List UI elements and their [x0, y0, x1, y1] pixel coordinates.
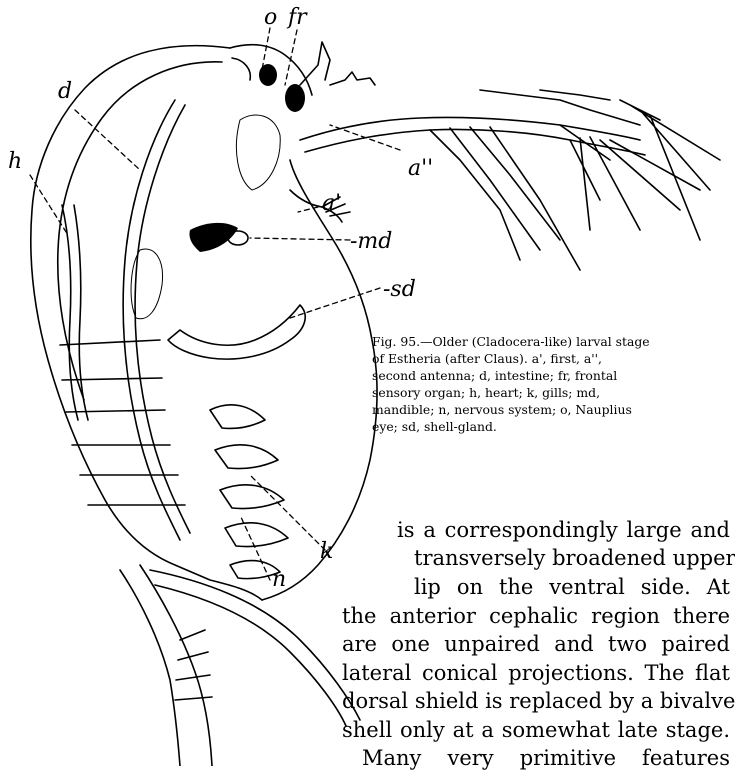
intestine [123, 100, 180, 540]
second-antenna [300, 117, 640, 140]
label-d: d [58, 79, 72, 104]
label-a1: a' [322, 191, 341, 216]
caption-line: Fig. 95.—Older (Cladocera-like) larval s… [372, 333, 732, 350]
label-fr: fr [286, 5, 308, 30]
frontal-organ [285, 84, 305, 112]
label-sd: -sd [383, 277, 416, 302]
figure-caption: Fig. 95.—Older (Cladocera-like) larval s… [372, 333, 732, 435]
shell-gland [168, 305, 305, 359]
label-h: h [8, 149, 22, 174]
heart [62, 205, 78, 420]
label-o: o [264, 5, 277, 30]
text-line: transversely broadened upper [414, 546, 730, 570]
caption-line: mandible; n, nervous system; o, Nauplius [372, 401, 732, 418]
text-line: lateral conical projections. The flat [342, 661, 730, 685]
text-line: Many very primitive features [362, 746, 730, 770]
text-line: shell only at a somewhat late stage. [342, 718, 730, 742]
text-line: the anterior cephalic region there [342, 604, 730, 628]
caption-line: second antenna; d, intestine; fr, fronta… [372, 367, 732, 384]
caption-line: of Estheria (after Claus). a', first, a'… [372, 350, 732, 367]
shell-outline [31, 46, 262, 600]
body-paragraph: is a correspondingly large and transvers… [0, 518, 735, 766]
text-line: are one unpaired and two paired [342, 632, 730, 656]
text-line: dorsal shield is replaced by a bivalve [342, 689, 730, 713]
gills [210, 405, 265, 429]
text-line: is a correspondingly large and [397, 518, 730, 542]
label-a2: a'' [408, 156, 433, 181]
label-md: -md [350, 229, 392, 254]
text-line: lip on the ventral side. At [414, 575, 730, 599]
caption-line: sensory organ; h, heart; k, gills; md, [372, 384, 732, 401]
caption-line: eye; sd, shell-gland. [372, 418, 732, 435]
nauplius-eye [259, 64, 277, 86]
